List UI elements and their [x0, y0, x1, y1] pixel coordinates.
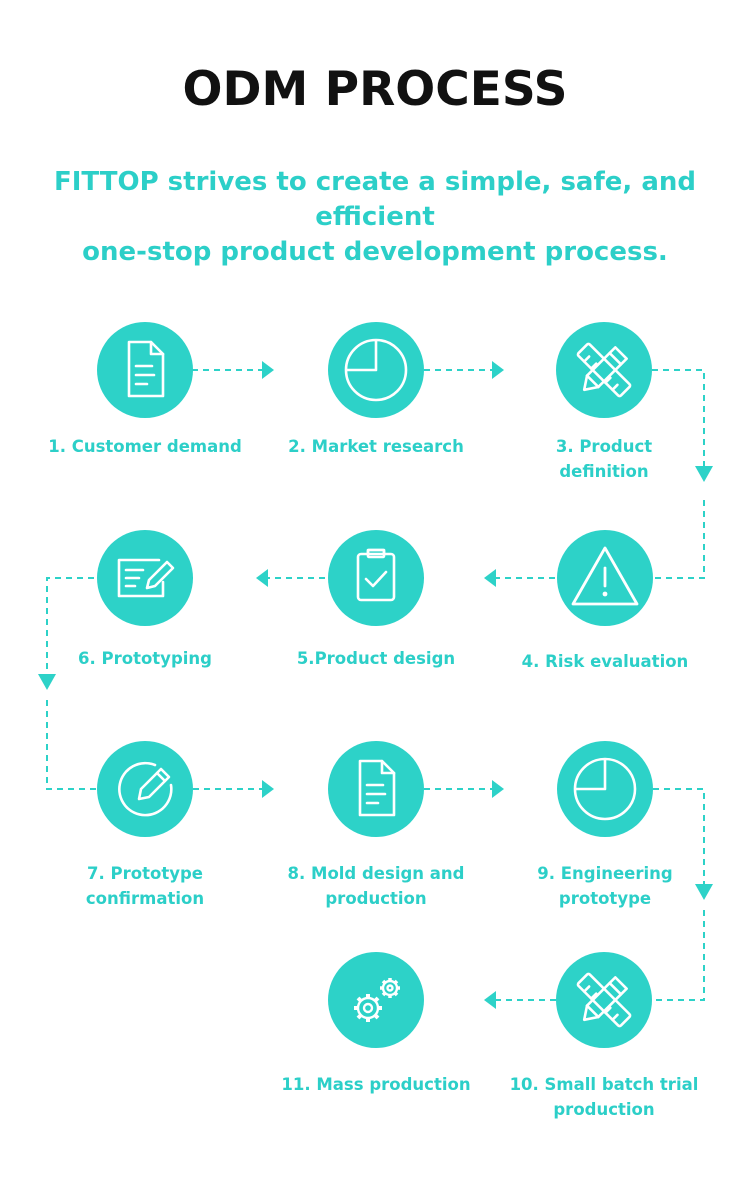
arrow-right: [262, 780, 274, 798]
page-title: ODM PROCESS: [182, 62, 568, 117]
pencil-ruler-icon: [576, 342, 632, 398]
step-11-label: 11. Mass production: [281, 1075, 471, 1094]
step-8-circle: [328, 741, 424, 837]
arrow-right: [492, 780, 504, 798]
step-5-circle: [328, 530, 424, 626]
step-6-circle: [97, 530, 193, 626]
step-4-circle: [557, 530, 653, 626]
arrow-down: [38, 674, 56, 690]
step-9-label: 9. Engineering prototype: [537, 864, 673, 908]
arrow-down: [695, 466, 713, 482]
pencil-ruler-icon: [576, 972, 632, 1028]
step-1-circle: [97, 322, 193, 418]
arrow-left: [484, 991, 496, 1009]
warning-icon: [571, 546, 639, 606]
gears-icon: [354, 978, 400, 1022]
step-10-circle: [556, 952, 652, 1048]
subtitle-line-1: FITTOP strives to create a simple, safe,…: [53, 167, 697, 232]
step-7-circle: [97, 741, 193, 837]
pie-chart-icon: [344, 338, 408, 402]
arrow-left: [484, 569, 496, 587]
pie-chart-icon: [573, 757, 637, 821]
step-3-circle: [556, 322, 652, 418]
step-7-label: 7. Prototype confirmation: [85, 864, 205, 908]
arrow-right: [262, 361, 274, 379]
step-6-label: 6. Prototyping: [78, 649, 212, 668]
document-icon: [358, 759, 396, 817]
arrow-down: [695, 884, 713, 900]
pencil-circle-icon: [118, 761, 173, 817]
step-5-label: 5.Product design: [296, 649, 456, 668]
step-10-label: 10. Small batch trial production: [509, 1075, 699, 1119]
step-3-label: 3. Product definition: [555, 437, 653, 481]
arrow-right: [492, 361, 504, 379]
page-subtitle: FITTOP strives to create a simple, safe,…: [20, 165, 730, 270]
step-2-circle: [328, 322, 424, 418]
step-4-label: 4. Risk evaluation: [521, 652, 689, 671]
arrow-left: [256, 569, 268, 587]
step-11-circle: [328, 952, 424, 1048]
clipboard-check-icon: [356, 548, 396, 602]
form-edit-icon: [117, 558, 175, 598]
step-1-label: 1. Customer demand: [48, 437, 242, 456]
step-8-label: 8. Mold design and production: [287, 864, 465, 908]
subtitle-line-2: one-stop product development process.: [82, 237, 668, 267]
document-icon: [127, 340, 165, 398]
step-9-circle: [557, 741, 653, 837]
step-2-label: 2. Market research: [288, 437, 464, 456]
